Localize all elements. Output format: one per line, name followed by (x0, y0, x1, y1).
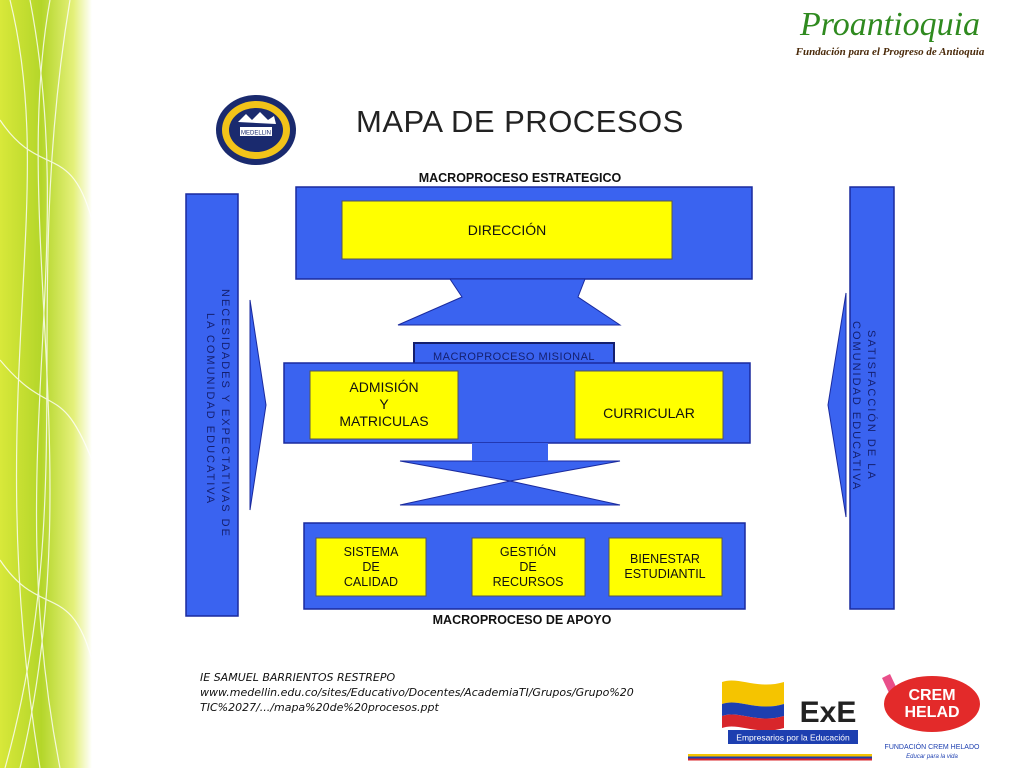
brand-logo: Proantioquia Fundación para el Progreso … (770, 6, 1010, 58)
resources-label-line2: DE (519, 560, 536, 574)
process-map-diagram: NECESIDADES Y EXPECTATIVAS DE LA COMUNID… (180, 165, 900, 635)
citation-institution: IE SAMUEL BARRIENTOS RESTREPO (200, 670, 634, 685)
citation-url-line2: TIC%2027/.../mapa%20de%20procesos.ppt (200, 700, 634, 715)
medellin-seal-icon: MEDELLIN (214, 94, 298, 166)
welfare-label-line1: BIENESTAR (630, 552, 700, 566)
admission-label-line2: Y (379, 396, 389, 412)
brand-tagline: Fundación para el Progreso de Antioquia (770, 46, 1010, 58)
brand-name: Proantioquia (770, 6, 1010, 44)
strategic-connector (398, 279, 620, 325)
citation: IE SAMUEL BARRIENTOS RESTREPO www.medell… (200, 670, 634, 715)
page-title: MAPA DE PROCESOS (356, 104, 684, 140)
satisfaction-label-line2: COMUNIDAD EDUCATIVA (850, 321, 862, 491)
satisfaction-arrow (828, 293, 846, 517)
missional-label: MACROPROCESO MISIONAL (433, 351, 595, 363)
resources-label-line3: RECURSOS (493, 575, 564, 589)
quality-label-line2: DE (362, 560, 379, 574)
quality-label-line3: CALIDAD (344, 575, 398, 589)
needs-label-line2: LA COMUNIDAD EDUCATIVA (204, 313, 216, 505)
crem-mark-line1: CREM (908, 687, 955, 704)
seal-label: MEDELLIN (241, 131, 271, 137)
needs-arrow (250, 300, 266, 510)
admission-label-line1: ADMISIÓN (349, 379, 418, 395)
support-label: MACROPROCESO DE APOYO (433, 613, 612, 627)
exe-mark: ExE (800, 696, 857, 729)
needs-label-line1: NECESIDADES Y EXPECTATIVAS DE (219, 289, 231, 538)
curricular-label: CURRICULAR (603, 405, 695, 421)
decorative-side-band (0, 0, 92, 768)
missional-connector-stem (472, 443, 548, 461)
missional-connector (400, 461, 620, 505)
direction-label: DIRECCIÓN (468, 222, 547, 238)
exe-caption: Empresarios por la Educación (736, 733, 850, 743)
crem-caption: FUNDACIÓN CREM HELADO (885, 742, 980, 751)
welfare-label-line2: ESTUDIANTIL (624, 567, 705, 581)
crem-mark-line2: HELAD (904, 704, 959, 721)
resources-label-line1: GESTIÓN (500, 544, 556, 559)
exe-logo: ExE Empresarios por la Educación (688, 676, 872, 762)
quality-label-line1: SISTEMA (344, 545, 400, 559)
citation-url-line1: www.medellin.edu.co/sites/Educativo/Doce… (200, 685, 634, 700)
crem-slogan: Educar para la vida (906, 754, 958, 760)
satisfaction-label-line1: SATISFACCIÓN DE LA (865, 330, 878, 481)
strategic-label: MACROPROCESO ESTRATEGICO (419, 171, 622, 185)
crem-helado-logo: CREM HELAD FUNDACIÓN CREM HELADO Educar … (876, 670, 988, 762)
admission-label-line3: MATRICULAS (339, 413, 428, 429)
